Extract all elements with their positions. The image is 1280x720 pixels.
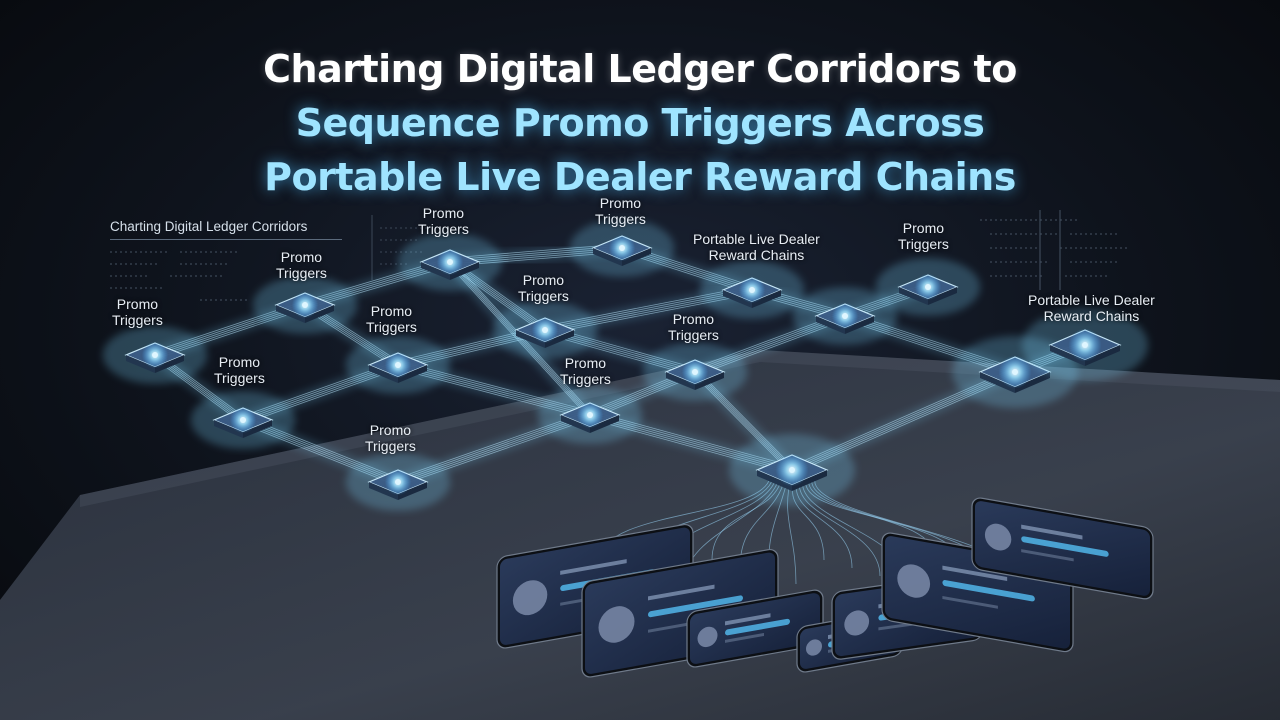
title-line-3: Portable Live Dealer Reward Chains <box>264 155 1016 199</box>
reward-label-line-1: Portable Live Dealer <box>1028 292 1155 308</box>
node-label-line-2: Triggers <box>668 327 719 343</box>
node-label-line-1: Promo <box>672 311 715 327</box>
trigger-node <box>792 287 898 345</box>
node-label: Promo Triggers <box>898 220 949 252</box>
node-label-line-1: Promo <box>902 220 945 236</box>
node-label-line-1: Promo <box>218 354 261 370</box>
node-label-line-2: Triggers <box>112 312 163 328</box>
right-data-panel <box>980 210 1130 290</box>
title-line-2: Sequence Promo Triggers Across <box>295 101 985 145</box>
node-label-line-1: Promo <box>116 296 159 312</box>
node-label-line-2: Triggers <box>560 371 611 387</box>
side-panel-title: Charting Digital Ledger Corridors <box>110 219 308 234</box>
trigger-node <box>345 453 451 511</box>
trigger-node <box>729 434 855 506</box>
node-label-line-2: Triggers <box>365 438 416 454</box>
node-label: Promo Triggers <box>595 195 646 227</box>
node-label-line-1: Promo <box>522 272 565 288</box>
reward-label-line-2: Reward Chains <box>708 247 805 263</box>
reward-chain-label: Portable Live Dealer Reward Chains <box>1028 292 1155 324</box>
node-label-line-2: Triggers <box>518 288 569 304</box>
trigger-node <box>252 276 358 334</box>
reward-label-line-2: Reward Chains <box>1043 308 1140 324</box>
node-label: Promo Triggers <box>518 272 569 304</box>
node-label-line-2: Triggers <box>276 265 327 281</box>
trigger-node <box>102 326 208 384</box>
node-label: Promo Triggers <box>214 354 265 386</box>
node-label: Promo Triggers <box>365 422 416 454</box>
node-label-line-2: Triggers <box>214 370 265 386</box>
reward-label-line-1: Portable Live Dealer <box>693 231 820 247</box>
left-data-panel <box>110 251 250 301</box>
node-label-line-1: Promo <box>280 249 323 265</box>
side-panel-divider <box>110 239 342 240</box>
node-label: Promo Triggers <box>112 296 163 328</box>
title-line-1: Charting Digital Ledger Corridors to <box>263 47 1017 91</box>
node-label-line-1: Promo <box>370 303 413 319</box>
trigger-nodes <box>102 219 1148 511</box>
trigger-node <box>1022 309 1148 381</box>
node-label-line-1: Promo <box>422 205 465 221</box>
trigger-node <box>699 261 805 319</box>
trigger-node <box>642 343 748 401</box>
node-label: Promo Triggers <box>366 303 417 335</box>
trigger-node <box>492 301 598 359</box>
node-label-line-2: Triggers <box>418 221 469 237</box>
page-title: Charting Digital Ledger Corridors to Seq… <box>0 42 1280 204</box>
node-label: Promo Triggers <box>560 355 611 387</box>
node-label: Promo Triggers <box>276 249 327 281</box>
mobile-devices <box>496 497 1154 678</box>
mobile-device <box>686 589 824 668</box>
trigger-node <box>345 336 451 394</box>
reward-chain-label: Portable Live Dealer Reward Chains <box>693 231 820 263</box>
node-label: Promo Triggers <box>418 205 469 237</box>
node-label-line-1: Promo <box>564 355 607 371</box>
node-label-line-1: Promo <box>599 195 642 211</box>
node-label: Promo Triggers <box>668 311 719 343</box>
trigger-node <box>569 219 675 277</box>
mobile-device <box>971 497 1154 600</box>
node-label-line-2: Triggers <box>366 319 417 335</box>
node-label-line-2: Triggers <box>595 211 646 227</box>
trigger-node <box>537 386 643 444</box>
trigger-node <box>397 233 503 291</box>
trigger-node <box>190 391 296 449</box>
trigger-node <box>875 258 981 316</box>
node-label-line-2: Triggers <box>898 236 949 252</box>
node-label-line-1: Promo <box>369 422 412 438</box>
